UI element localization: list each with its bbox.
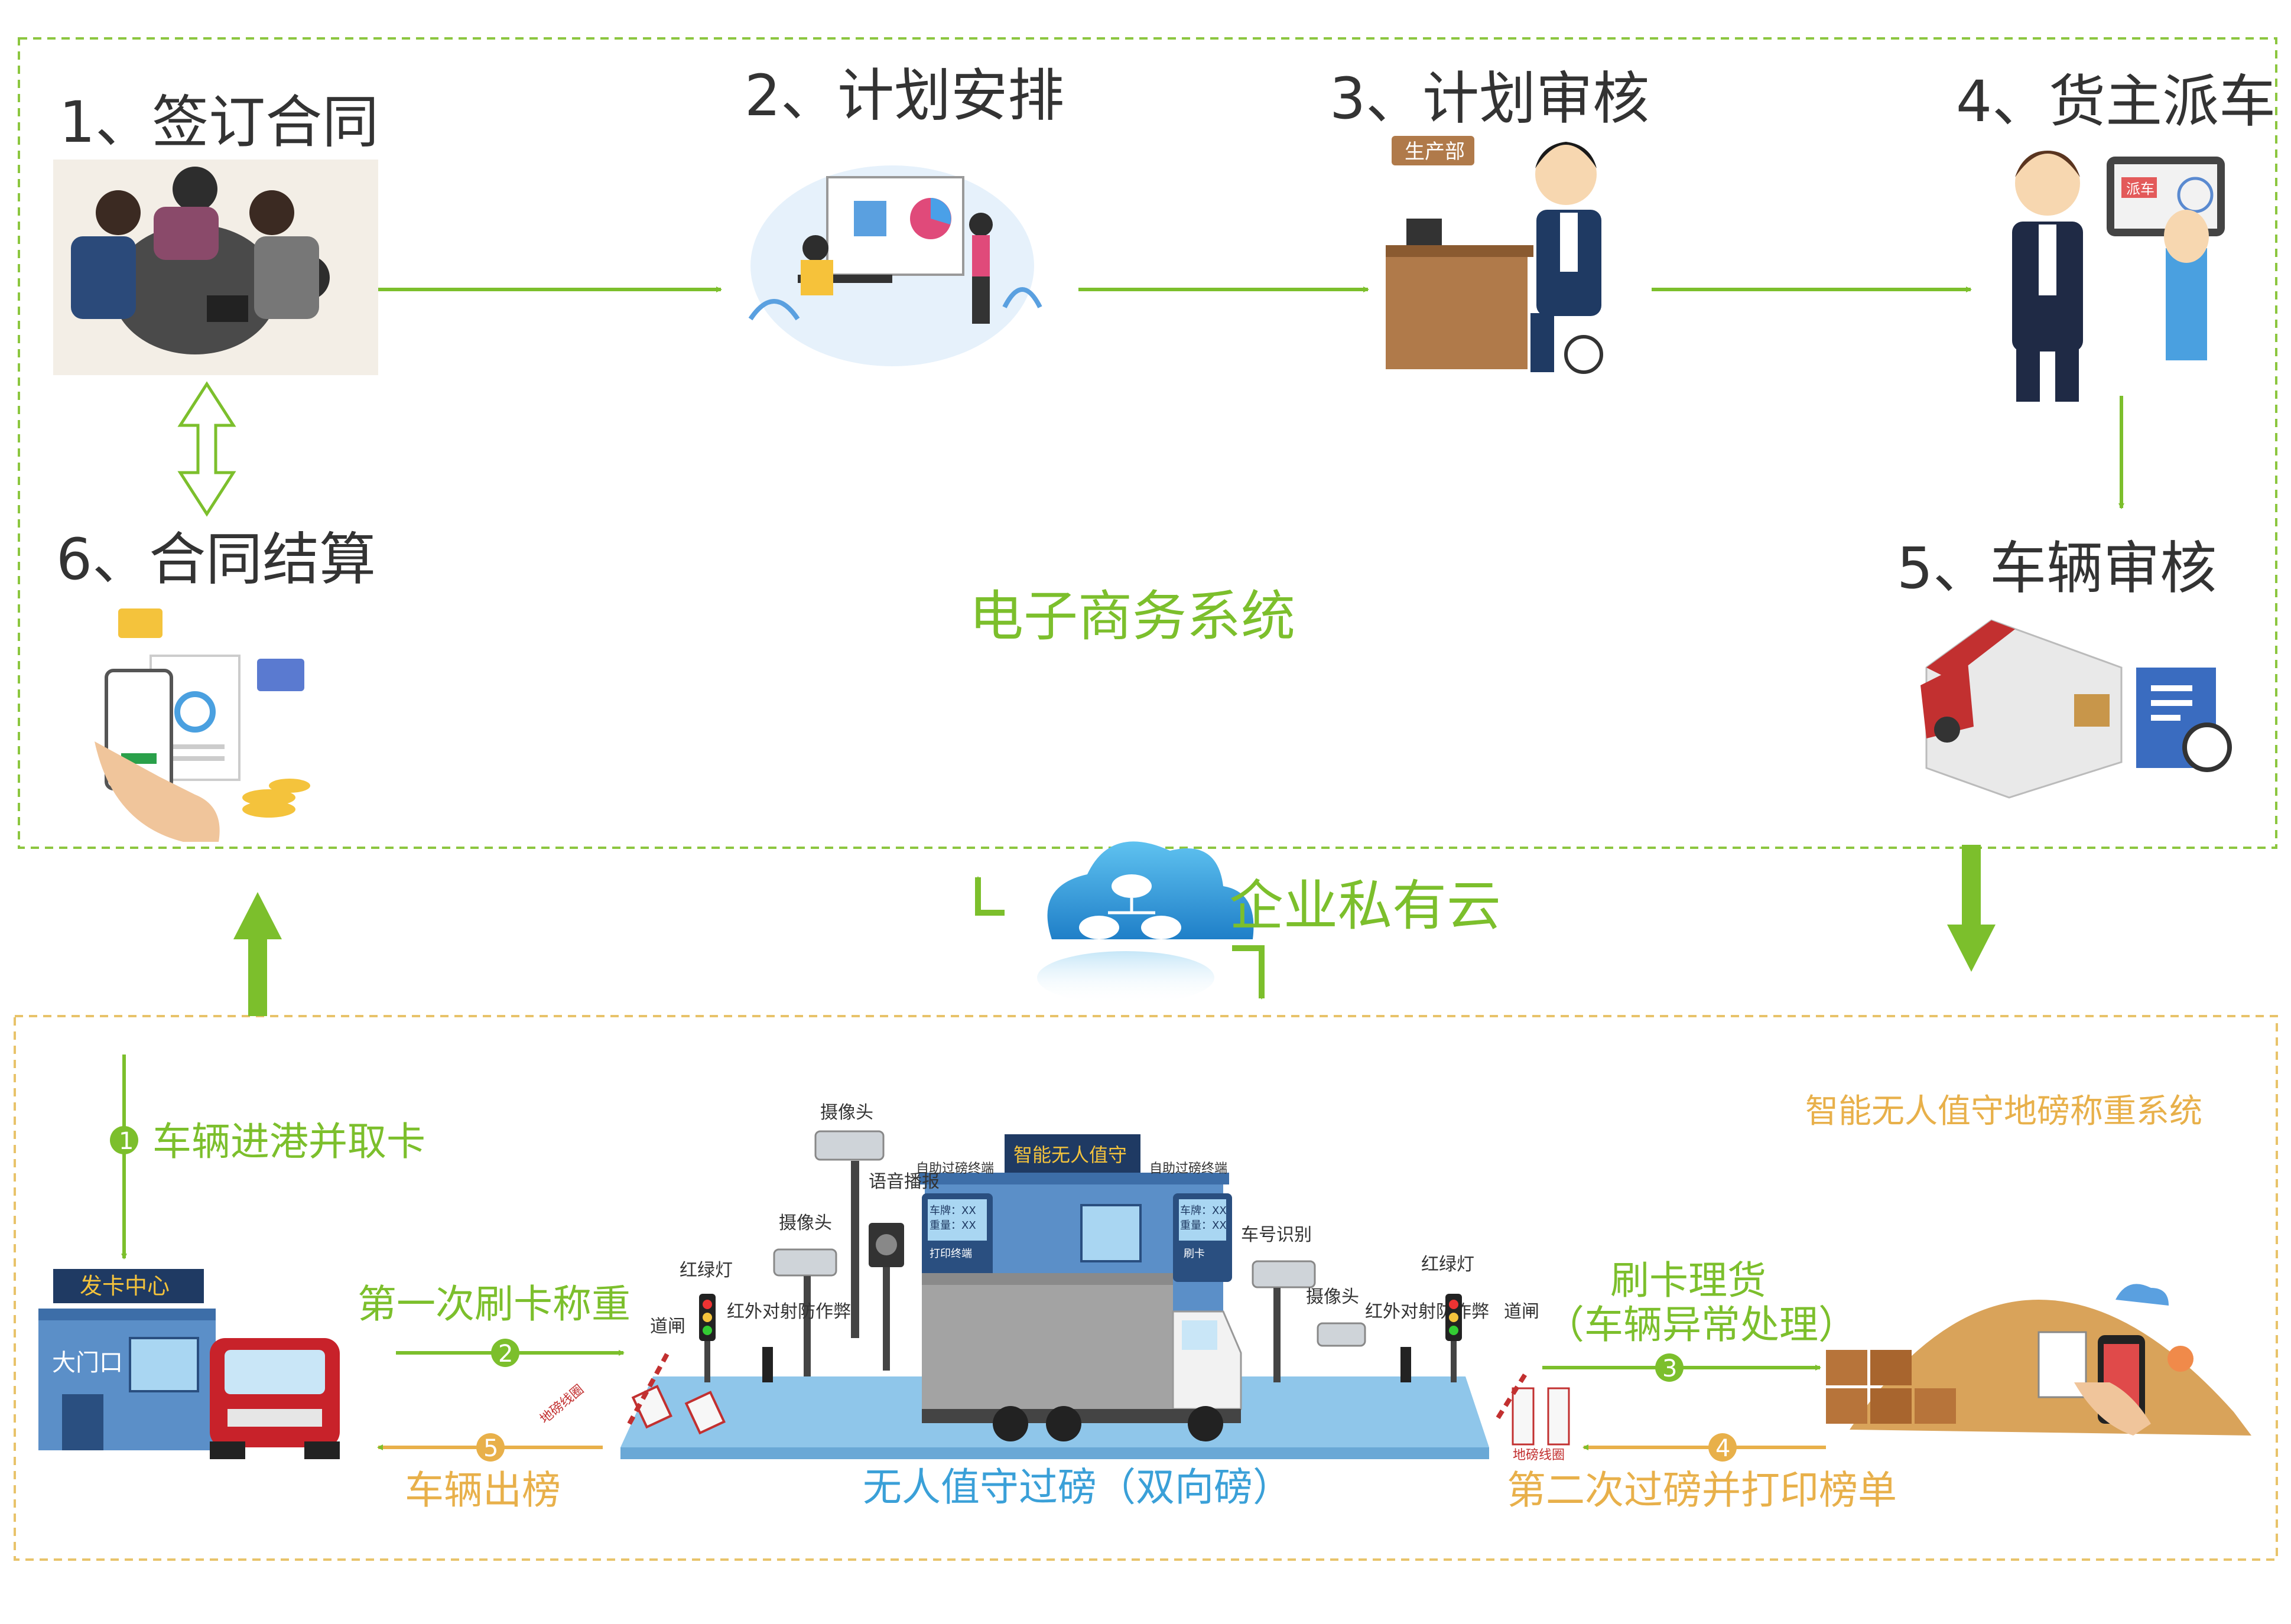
step-2-num: 2 bbox=[498, 1340, 513, 1368]
arrow-up-to-ecommerce bbox=[233, 892, 282, 1016]
weighbridge-bottom-label: 无人值守过磅（双向磅） bbox=[863, 1464, 1292, 1510]
tablet-text: 派车 bbox=[2126, 181, 2154, 197]
terminal-right: 自助过磅终端 bbox=[1149, 1161, 1227, 1176]
step-5-num: 5 bbox=[483, 1435, 498, 1462]
gate-building: 发卡中心 大门口 bbox=[38, 1269, 216, 1450]
infrared-left-label: 红外对射防作弊 bbox=[727, 1301, 851, 1322]
wb-step-3-label: 刷卡理货 bbox=[1610, 1258, 1766, 1303]
grey-truck bbox=[922, 1273, 1242, 1441]
ecommerce-system-label: 电子商务系统 bbox=[969, 585, 1295, 648]
weighbridge-system-label: 智能无人值守地磅称重系统 bbox=[1805, 1092, 2202, 1131]
terminal-weight-right: 重量：XX bbox=[1180, 1219, 1227, 1232]
wb-step-2-label: 第一次刷卡称重 bbox=[358, 1281, 631, 1327]
cloud-label: 企业私有云 bbox=[1229, 874, 1501, 938]
dept-tag: 生产部 bbox=[1405, 140, 1465, 164]
camera-mid-icon bbox=[773, 1248, 837, 1376]
cloud-icon bbox=[1037, 841, 1254, 1004]
terminal-plate-right: 车牌：XX bbox=[1180, 1205, 1227, 1217]
step-5-label: 5、车辆审核 bbox=[1897, 535, 2217, 601]
step-1-num: 1 bbox=[119, 1128, 134, 1155]
voice-speaker-icon bbox=[869, 1223, 904, 1371]
ground-line-right: 地磅线圈 bbox=[1513, 1448, 1565, 1463]
step-3-label: 3、计划审核 bbox=[1330, 66, 1649, 132]
barrier-right-label: 道闸 bbox=[1504, 1301, 1539, 1322]
traffic-light-left-label: 红绿灯 bbox=[680, 1260, 733, 1281]
camera-right2-icon bbox=[1317, 1322, 1366, 1347]
review-illustration: 生产部 bbox=[1386, 136, 1603, 374]
cloud-arrow-up bbox=[975, 876, 1005, 916]
planning-illustration bbox=[748, 165, 1042, 366]
arrow-down-to-weighbridge bbox=[1947, 845, 1996, 972]
dispatch-illustration: 派车 bbox=[2012, 151, 2225, 402]
settlement-illustration bbox=[95, 608, 310, 842]
weighbridge-section-border bbox=[14, 1015, 2278, 1561]
barrier-left-label: 道闸 bbox=[650, 1316, 685, 1337]
wb-step-5-label: 车辆出榜 bbox=[405, 1467, 561, 1513]
step-3-badge bbox=[1655, 1353, 1684, 1382]
wb-step-3-sub: （车辆异常处理） bbox=[1545, 1302, 1857, 1348]
arrow-1-6-bidirectional bbox=[177, 381, 236, 517]
terminal-plate: 车牌：XX bbox=[930, 1205, 976, 1217]
infrared-left-icon bbox=[762, 1347, 773, 1382]
plate-recog-label: 车号识别 bbox=[1241, 1225, 1312, 1245]
voice-label: 语音播报 bbox=[869, 1171, 940, 1192]
traffic-light-right-icon bbox=[1445, 1294, 1462, 1382]
barrier-right-icon bbox=[1496, 1369, 1530, 1420]
step-4-label: 4、货主派车 bbox=[1956, 69, 2276, 135]
station-sign: 智能无人值守 bbox=[1013, 1144, 1127, 1166]
traffic-light-left-icon bbox=[699, 1294, 716, 1382]
ground-line-left: 地磅线圈 bbox=[537, 1382, 586, 1427]
meeting-illustration bbox=[53, 160, 378, 375]
step-2-label: 2、计划安排 bbox=[745, 63, 1064, 129]
camera-right-icon bbox=[1252, 1260, 1316, 1382]
terminal-weight: 重量：XX bbox=[930, 1219, 976, 1232]
step-5-badge bbox=[476, 1433, 505, 1462]
cargo-pile-illustration bbox=[1826, 1284, 2251, 1436]
van-review-illustration bbox=[1920, 619, 2232, 799]
step-6-label: 6、合同结算 bbox=[56, 526, 376, 593]
wb-step-1-label: 车辆进港并取卡 bbox=[152, 1119, 425, 1164]
cloud-arrow-down bbox=[1232, 945, 1265, 1000]
camera-right-label: 摄像头 bbox=[1306, 1287, 1359, 1307]
camera-mid-label: 摄像头 bbox=[779, 1213, 832, 1234]
card-btn-label: 刷卡 bbox=[1184, 1248, 1205, 1260]
card-center-sign: 发卡中心 bbox=[80, 1273, 170, 1299]
print-terminal-label: 打印终端 bbox=[930, 1248, 972, 1260]
step-4-num: 4 bbox=[1715, 1435, 1730, 1462]
step-4-badge bbox=[1708, 1433, 1737, 1462]
camera-top-icon bbox=[814, 1130, 885, 1338]
camera-top-label: 摄像头 bbox=[820, 1102, 873, 1123]
gate-label: 大门口 bbox=[52, 1349, 123, 1376]
step-1-label: 1、签订合同 bbox=[59, 89, 379, 155]
infrared-right-label: 红外对射防作弊 bbox=[1365, 1301, 1489, 1322]
step-1-badge bbox=[110, 1126, 138, 1154]
step-2-badge bbox=[491, 1339, 519, 1367]
wb-step-4-label: 第二次过磅并打印榜单 bbox=[1507, 1467, 1897, 1513]
red-truck bbox=[210, 1338, 340, 1459]
step-3-num: 3 bbox=[1662, 1355, 1677, 1382]
terminal-left: 自助过磅终端 bbox=[916, 1161, 994, 1176]
ecommerce-section-border bbox=[18, 37, 2277, 849]
infrared-right-icon bbox=[1400, 1347, 1411, 1382]
traffic-light-right-label: 红绿灯 bbox=[1421, 1254, 1474, 1275]
